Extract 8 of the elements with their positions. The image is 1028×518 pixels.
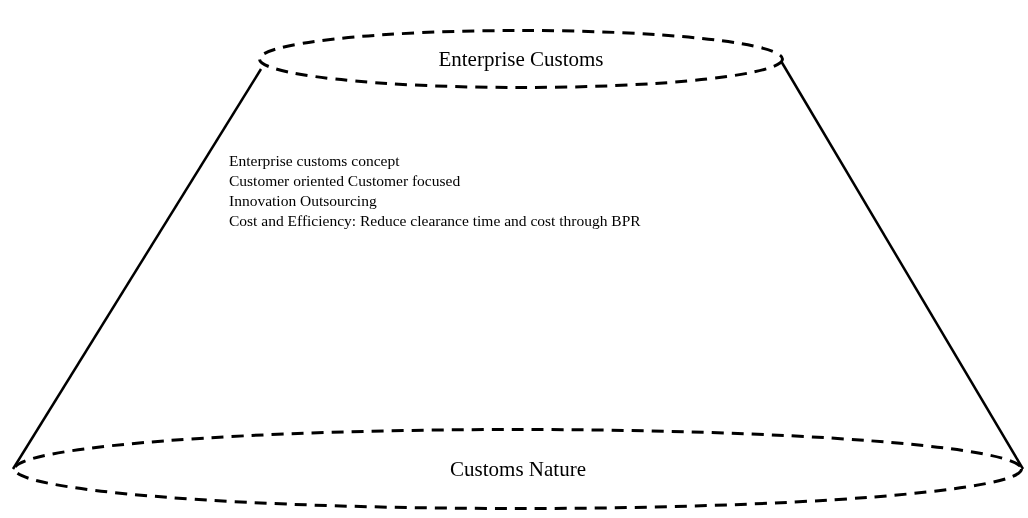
text-line: Cost and Efficiency: Reduce clearance time and cost through BPR: [229, 211, 641, 231]
ellipse-label: Enterprise Customs: [438, 46, 604, 72]
cone-side-line: [11, 68, 263, 470]
text-line: Customer oriented Customer focused: [229, 171, 462, 191]
text-line: Enterprise customs concept: [229, 151, 401, 171]
ellipse-label: Customs Nature: [450, 456, 586, 482]
text-line: Innovation Outsourcing: [229, 191, 378, 211]
cone-side-line: [779, 60, 1025, 470]
